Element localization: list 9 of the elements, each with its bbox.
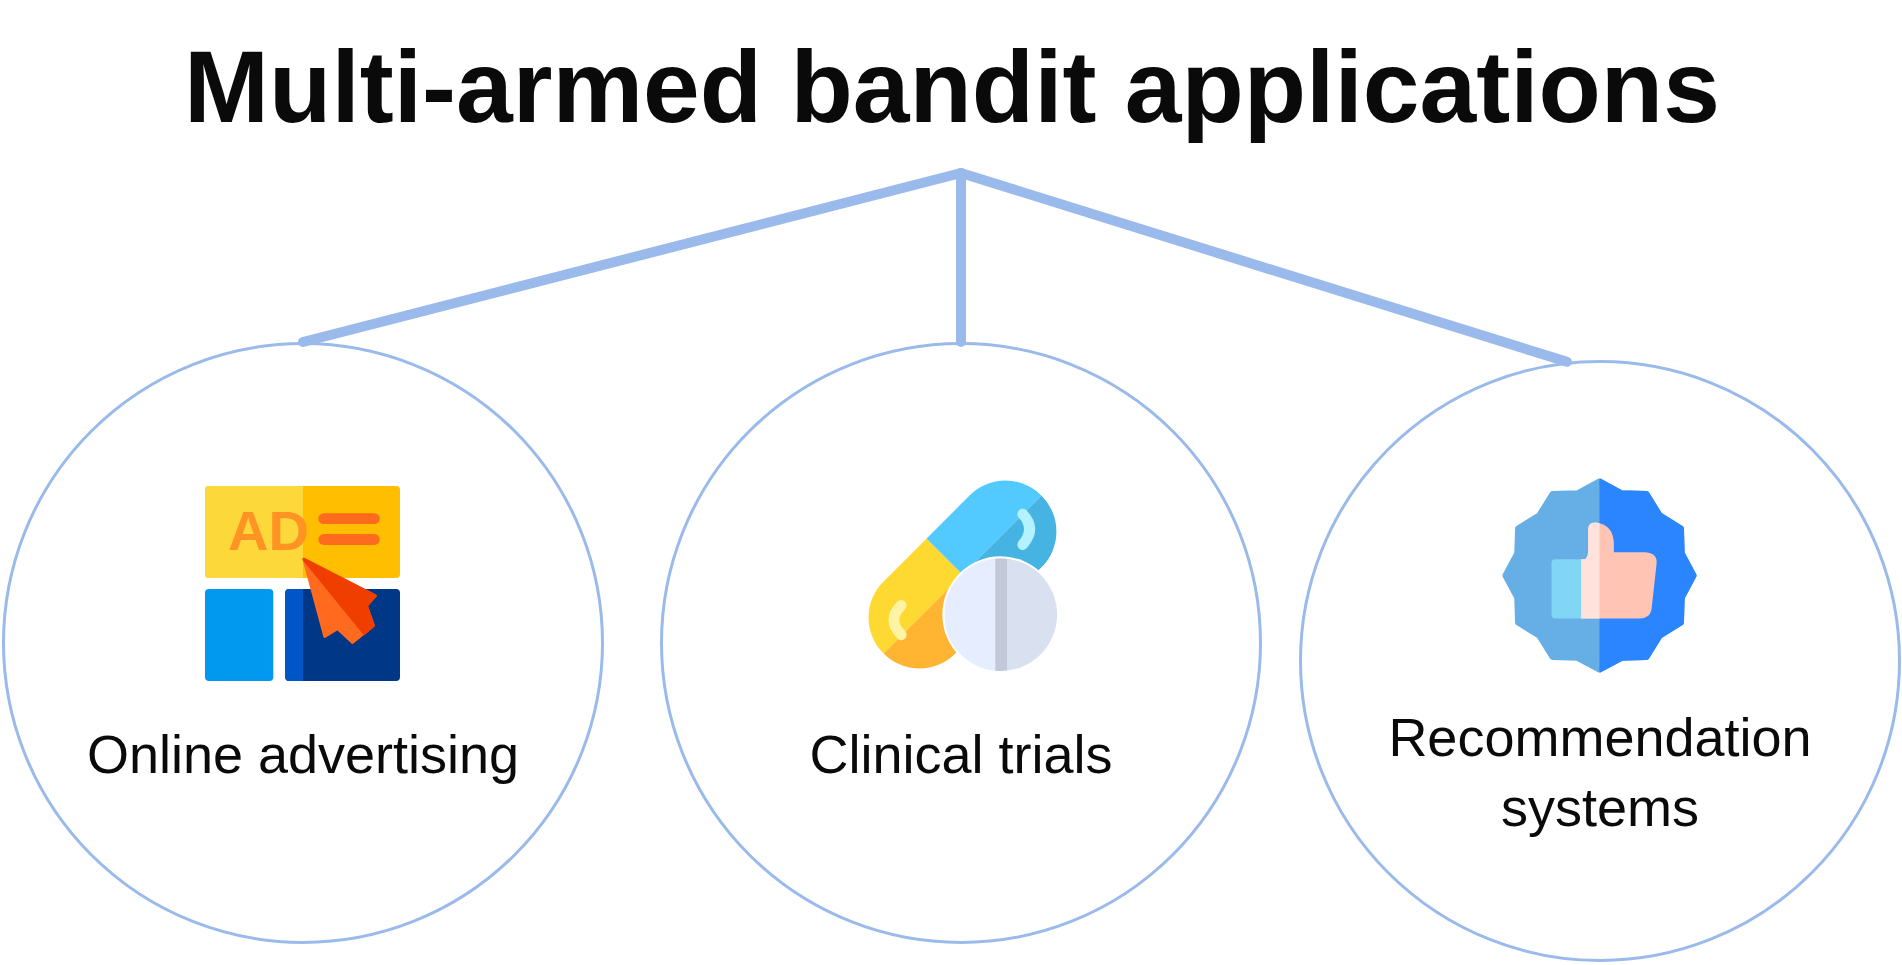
application-circle xyxy=(2,342,604,944)
heading: Multi-armed bandit applications xyxy=(184,16,1720,159)
category-label: Clinical trials xyxy=(809,722,1113,786)
category-label: Online advertising xyxy=(86,722,520,786)
icon-lettering: AD xyxy=(228,503,309,559)
category-label: Recommendation systems xyxy=(1387,705,1813,839)
application-circle xyxy=(660,342,1262,944)
connector-line xyxy=(956,168,1572,367)
application-circle xyxy=(1299,360,1901,962)
